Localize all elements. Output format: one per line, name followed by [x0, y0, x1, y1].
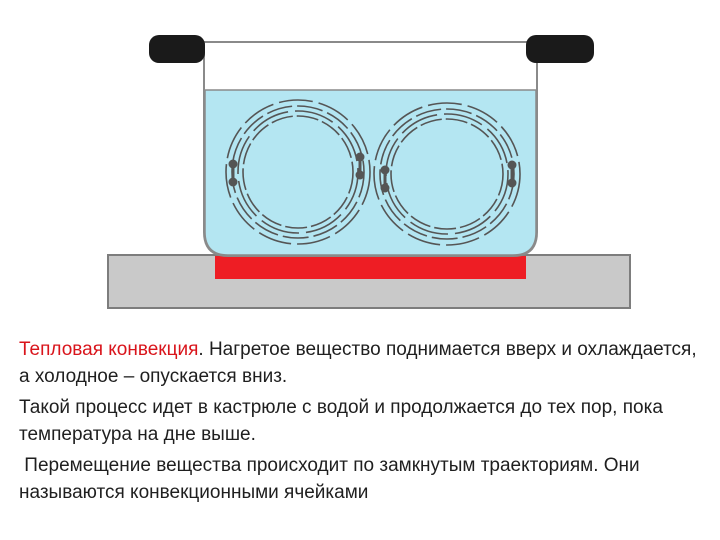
paragraph-definition: Тепловая конвекция. Нагретое вещество по…: [19, 336, 709, 390]
term-thermal-convection: Тепловая конвекция: [19, 339, 198, 360]
paragraph-convection-cells: Перемещение вещества происходит по замкн…: [19, 452, 709, 506]
explanation-text: Тепловая конвекция. Нагретое вещество по…: [19, 336, 709, 510]
convection-pot-illustration: [0, 0, 720, 330]
paragraph-pot-example: Такой процесс идет в кастрюле с водой и …: [19, 394, 709, 448]
burner-heat-element: [215, 256, 526, 279]
pot-handle-left-icon: [149, 35, 205, 63]
pot-handle-right-icon: [526, 35, 594, 63]
